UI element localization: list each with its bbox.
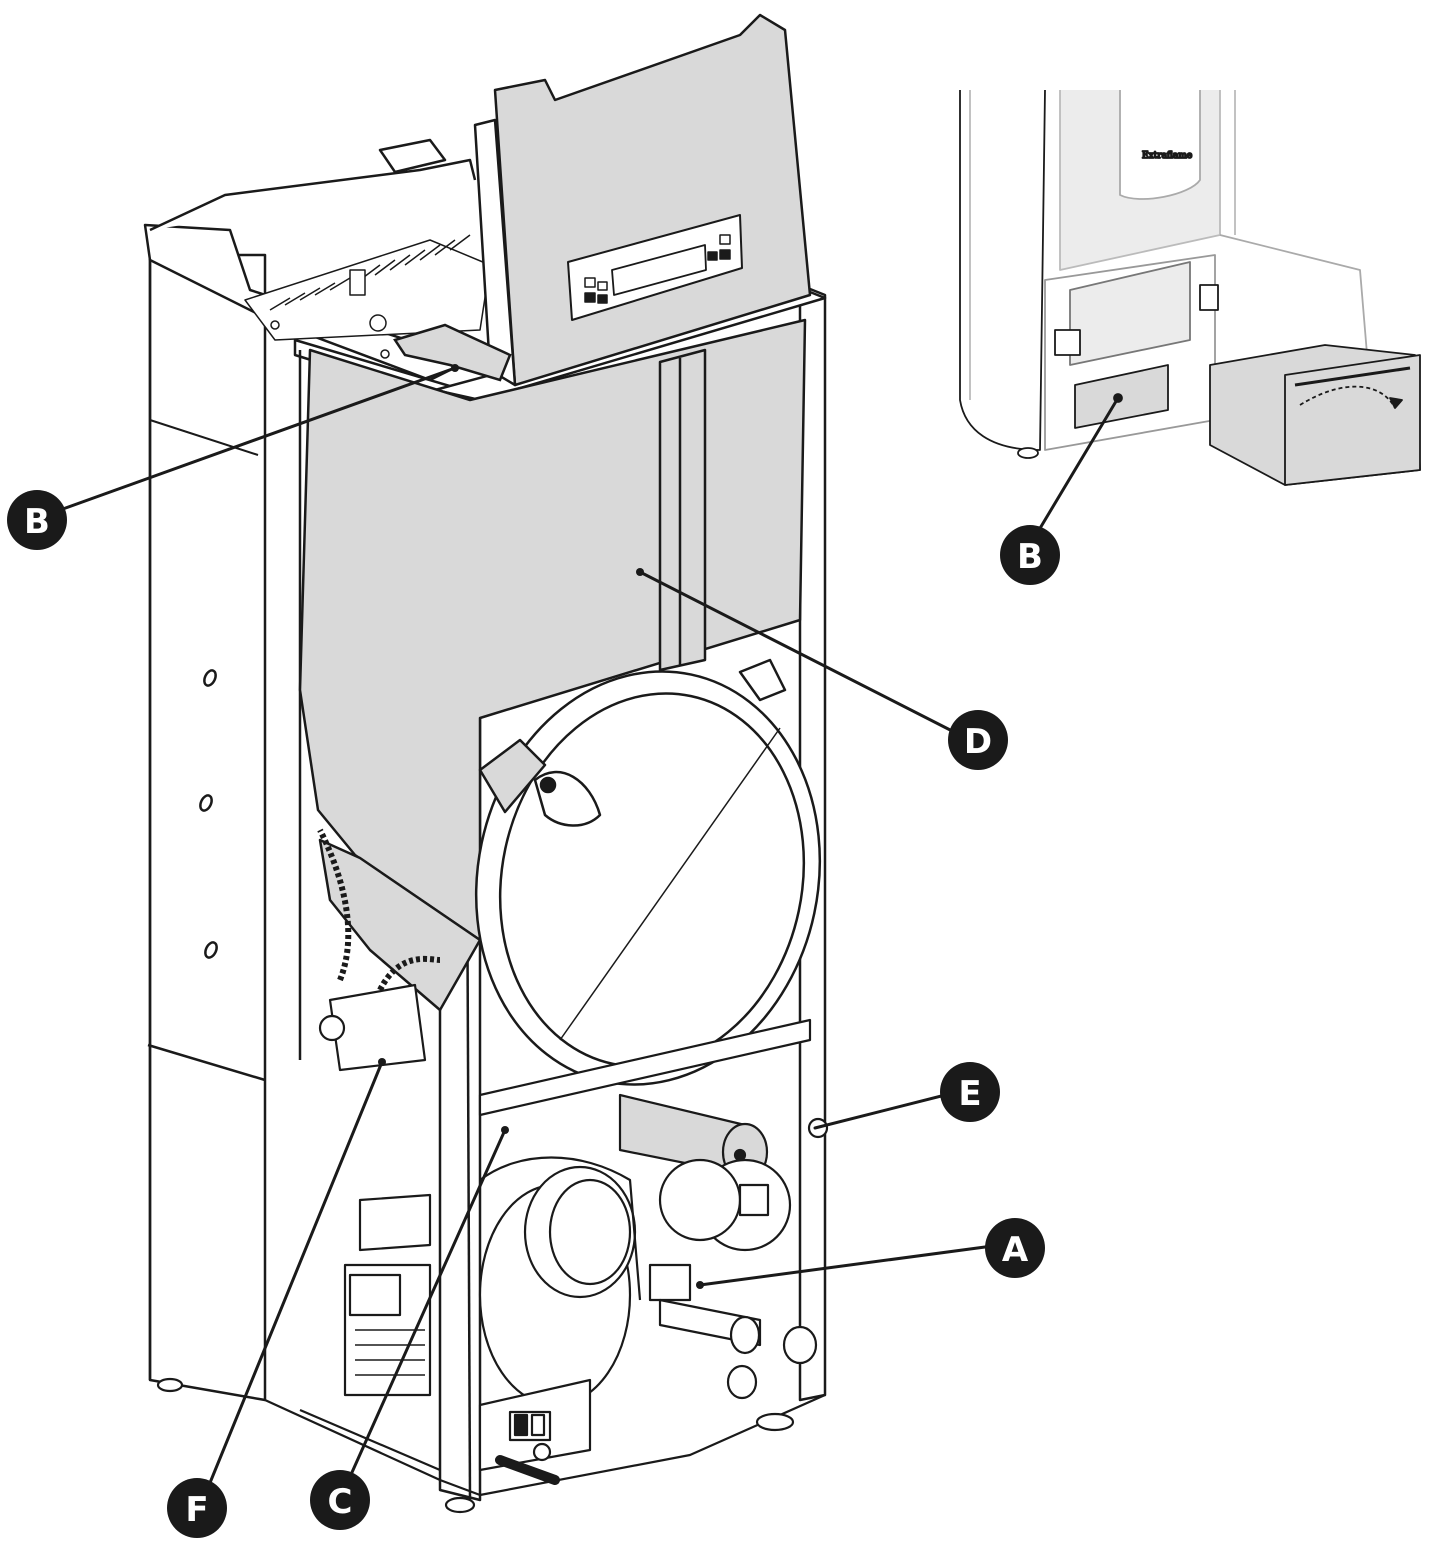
callout-c: C xyxy=(310,1470,370,1530)
leader-dots xyxy=(378,364,1122,1289)
callout-f: F xyxy=(167,1478,227,1538)
control-button[interactable] xyxy=(719,249,731,260)
svg-text:C: C xyxy=(328,1482,353,1522)
svg-text:F: F xyxy=(185,1490,208,1530)
callout-a: A xyxy=(985,1218,1045,1278)
inset-view: Extraflame xyxy=(959,89,1421,486)
svg-text:A: A xyxy=(1002,1230,1029,1270)
callout-e: E xyxy=(940,1062,1000,1122)
svg-text:B: B xyxy=(1017,537,1043,577)
left-side-panel xyxy=(148,253,267,1402)
leader-lines xyxy=(58,366,1120,1497)
svg-text:B: B xyxy=(24,502,50,542)
vent-slot xyxy=(204,941,218,959)
callout-b-main: B xyxy=(7,490,67,550)
callout-b-inset: B xyxy=(1000,525,1060,585)
control-button[interactable] xyxy=(707,251,718,261)
control-lid xyxy=(473,13,812,387)
lower-components xyxy=(156,828,829,1514)
control-button[interactable] xyxy=(719,234,731,245)
control-button[interactable] xyxy=(597,281,608,291)
svg-text:E: E xyxy=(958,1074,981,1114)
control-button[interactable] xyxy=(584,292,596,303)
svg-text:D: D xyxy=(964,722,992,762)
vent-slot xyxy=(199,794,213,812)
vent-slot xyxy=(203,669,217,687)
control-button[interactable] xyxy=(584,277,596,288)
control-button[interactable] xyxy=(597,294,608,304)
auger-motor xyxy=(328,983,427,1072)
heat-sink xyxy=(244,234,491,359)
inset-brand-label: Extraflame xyxy=(1142,151,1192,161)
callout-d: D xyxy=(948,710,1008,770)
control-display xyxy=(567,214,743,321)
inspection-door xyxy=(474,658,822,1086)
